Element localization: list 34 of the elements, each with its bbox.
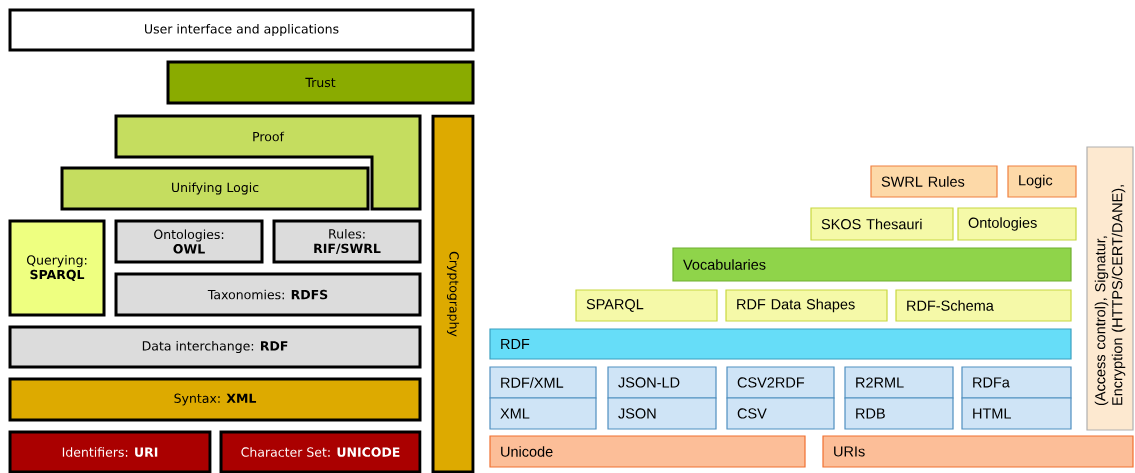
layer-box: (Access control), Signatur, Encryption (HTTPS/CERT/DANE),: [1086, 146, 1134, 431]
layer-box: RDF Data Shapes: [725, 289, 888, 322]
layer-box: JSON: [607, 397, 717, 430]
layer-box: URIs: [822, 435, 1134, 468]
layer-box: XML: [489, 397, 597, 430]
layer-box: Ontologies: [957, 207, 1077, 241]
layer-box: Vocabularies: [672, 247, 1072, 282]
layer-box: CSV: [726, 397, 835, 430]
layer-box: Character Set: UNICODE: [219, 430, 422, 473]
layer-box: RDFa: [961, 366, 1072, 399]
layer-box: Logic: [1007, 165, 1077, 198]
layer-box: SPARQL: [575, 289, 718, 322]
layer-box: R2RML: [844, 366, 954, 399]
layer-box: JSON-LD: [607, 366, 717, 399]
layer-box: RDF/XML: [489, 366, 597, 399]
layer-box: Ontologies: OWL: [114, 219, 264, 264]
layer-box: Querying: SPARQL: [8, 219, 106, 317]
layer-box: Rules: RIF/SWRL: [272, 219, 422, 264]
layer-box: SKOS Thesauri: [810, 207, 954, 241]
layer-box: Trust: [166, 60, 475, 105]
layer-box: Taxonomies: RDFS: [114, 272, 422, 317]
layer-box: Unicode: [489, 435, 806, 468]
layer-box: User interface and applications: [8, 8, 475, 52]
layer-box: CSV2RDF: [726, 366, 835, 399]
layer-box: RDB: [844, 397, 954, 430]
layer-box: Data interchange: RDF: [8, 325, 422, 369]
layer-box: RDF-Schema: [895, 289, 1072, 322]
layer-box: Syntax: XML: [8, 377, 422, 422]
layer-box: Cryptography: [431, 114, 475, 473]
layer-box: RDF: [489, 328, 1072, 360]
layer-box: HTML: [961, 397, 1072, 430]
layer-box: Unifying Logic: [60, 166, 370, 211]
layer-box: SWRL Rules: [870, 165, 998, 198]
layer-box: Identifiers: URI: [8, 430, 212, 473]
